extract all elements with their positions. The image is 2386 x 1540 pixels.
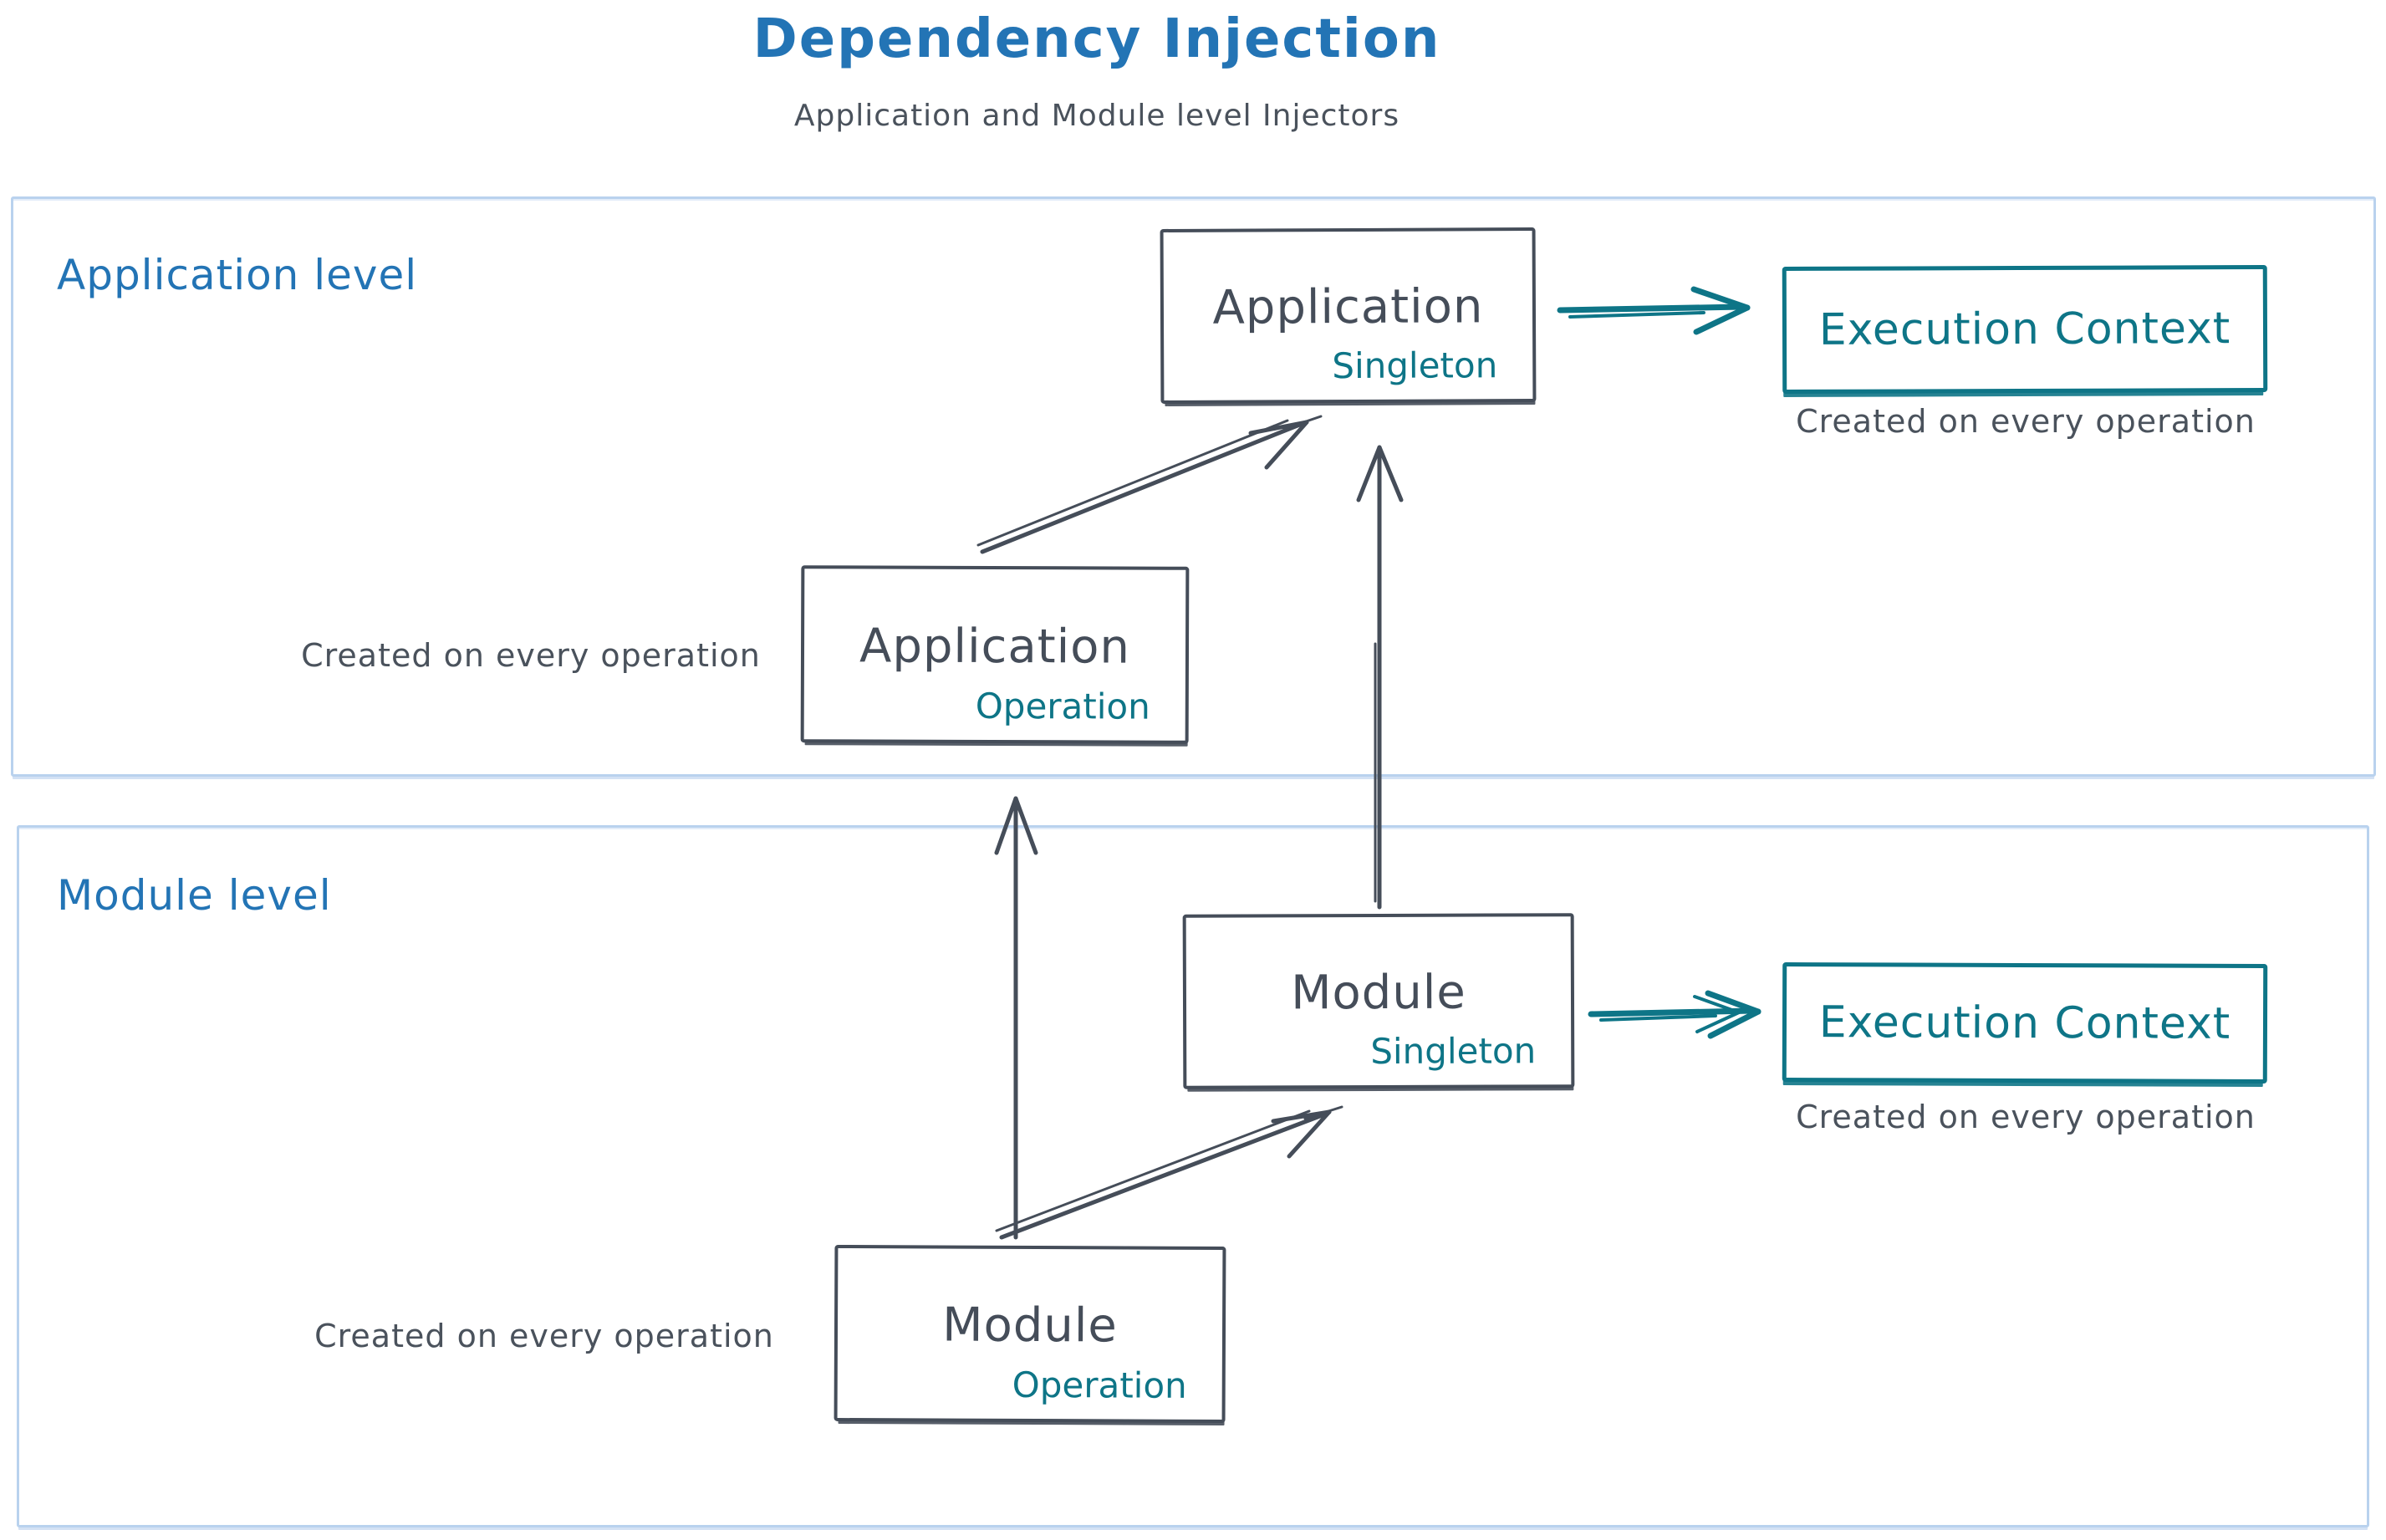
caption-application-operation: Created on every operation: [301, 637, 761, 674]
module-level-label: Module level: [57, 871, 332, 920]
caption-module-operation: Created on every operation: [314, 1318, 774, 1354]
node-module-operation-title: Module: [942, 1298, 1118, 1354]
node-module-singleton: Module Singleton: [1182, 913, 1575, 1089]
node-application-singleton: Application Singleton: [1160, 227, 1537, 404]
node-module-operation: Module Operation: [834, 1244, 1226, 1424]
node-application-singleton-title: Application: [1212, 279, 1484, 335]
module-level-container: [17, 825, 2369, 1527]
application-level-container: [11, 196, 2376, 777]
node-application-execution-context-title: Execution Context: [1818, 303, 2231, 355]
node-application-operation-badge: Operation: [975, 685, 1150, 727]
node-application-execution-context: Execution Context: [1782, 264, 2268, 395]
application-level-label: Application level: [57, 251, 418, 299]
node-module-execution-context-title: Execution Context: [1818, 997, 2231, 1049]
node-application-singleton-badge: Singleton: [1332, 344, 1498, 387]
caption-application-execution-context: Created on every operation: [1796, 403, 2256, 440]
node-module-operation-badge: Operation: [1012, 1364, 1187, 1406]
node-application-operation: Application Operation: [800, 565, 1190, 744]
diagram-subtitle: Application and Module level Injectors: [793, 99, 1400, 133]
diagram-title: Dependency Injection: [752, 8, 1441, 70]
node-module-singleton-title: Module: [1291, 965, 1466, 1021]
node-module-singleton-badge: Singleton: [1370, 1030, 1537, 1073]
node-application-operation-title: Application: [859, 618, 1131, 675]
node-module-execution-context: Execution Context: [1782, 961, 2268, 1084]
caption-module-execution-context: Created on every operation: [1796, 1099, 2256, 1135]
